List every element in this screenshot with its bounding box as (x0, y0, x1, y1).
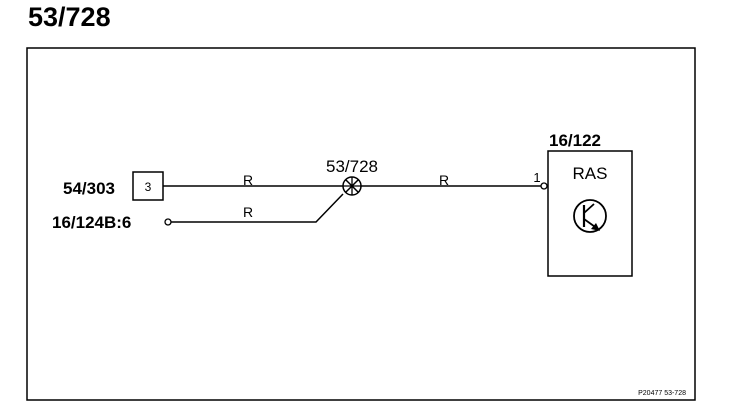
component-pin-number: 1 (533, 170, 540, 185)
connector-54-303-box (132, 171, 164, 201)
input-terminal (164, 218, 172, 226)
wire-bottom (171, 193, 344, 223)
footer-reference: P20477 53-728 (638, 390, 686, 397)
diagram-frame (26, 47, 696, 401)
wire-color-right: R (439, 172, 449, 188)
splice-label: 53/728 (326, 157, 378, 176)
page-title: 53/728 (28, 2, 111, 32)
component-name: RAS (573, 164, 608, 183)
input-16-124b-label: 16/124B:6 (52, 213, 131, 232)
transistor-icon (573, 199, 607, 233)
component-terminal (540, 182, 548, 190)
wire-color-top-left: R (243, 172, 253, 188)
splice-symbol (342, 176, 362, 196)
connector-pin-number: 3 (145, 180, 152, 194)
connector-54-303-label: 54/303 (63, 179, 115, 198)
component-id-label: 16/122 (549, 131, 601, 150)
wire-color-bottom: R (243, 204, 253, 220)
